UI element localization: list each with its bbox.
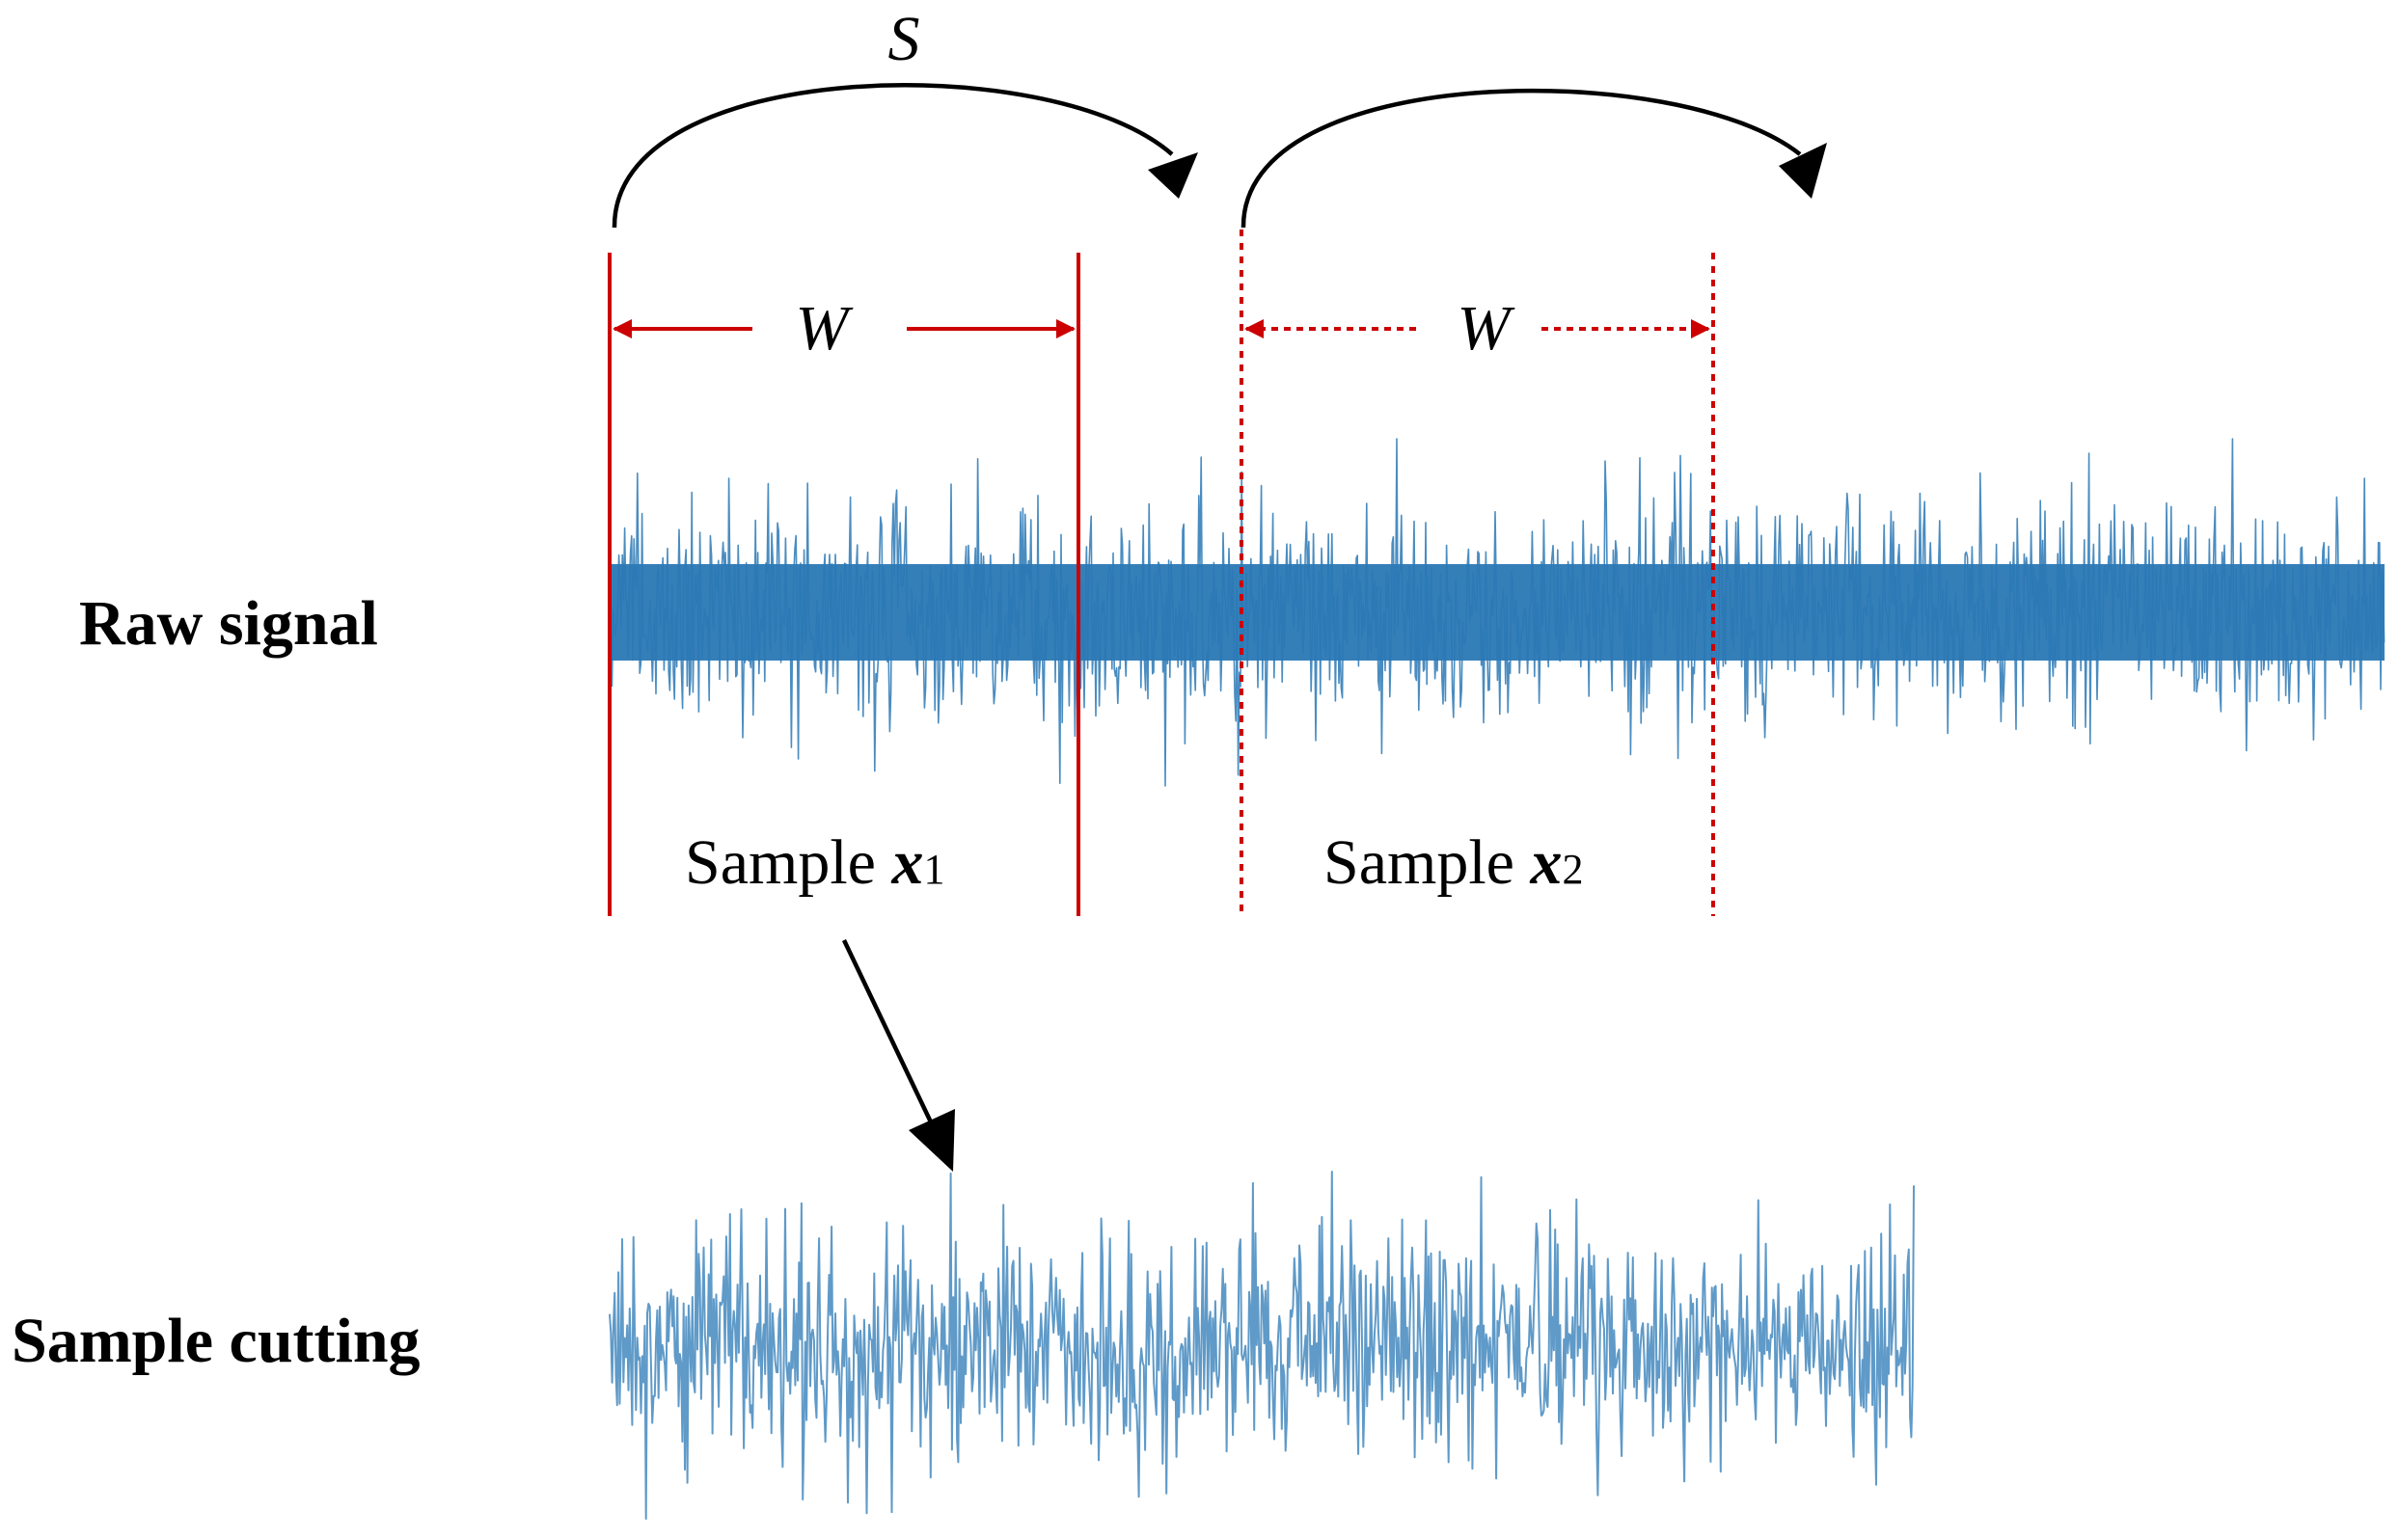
stride-arrow-2 bbox=[1240, 88, 1827, 229]
window-2-width-label: W bbox=[1458, 293, 1515, 364]
sample-cutting-label: Sample cutting bbox=[12, 1306, 421, 1376]
sample-2-label: Sample x2 bbox=[1323, 827, 1583, 898]
sample-cutting-waveform bbox=[609, 1171, 1915, 1520]
cutting-arrow bbox=[841, 939, 955, 1172]
raw-signal-waveform bbox=[609, 438, 2385, 787]
sample-1-label: Sample x1 bbox=[685, 827, 944, 898]
window-1-width-label: W bbox=[796, 293, 854, 364]
raw-signal-core bbox=[610, 564, 2385, 661]
raw-signal-label: Raw signal bbox=[79, 588, 378, 659]
stride-label: S bbox=[888, 4, 920, 74]
stride-arrow-1 bbox=[612, 83, 1198, 229]
